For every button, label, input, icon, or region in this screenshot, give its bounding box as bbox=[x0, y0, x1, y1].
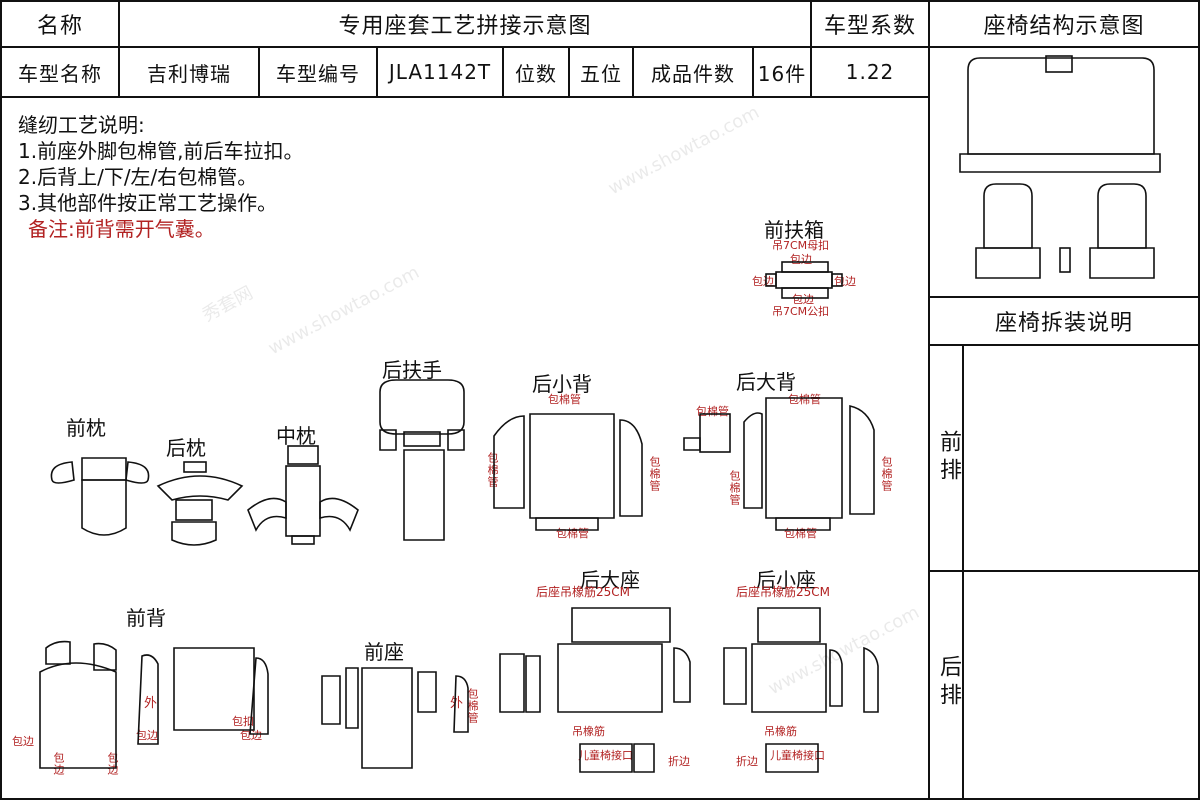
annotation-wrap-edge-bottom: 包边 bbox=[792, 293, 814, 306]
notes-line-2: 2.后背上/下/左/右包棉管。 bbox=[18, 165, 258, 189]
disassembly-title-cell: 座椅拆装说明 bbox=[928, 296, 1200, 346]
front-pillow-pieces bbox=[50, 457, 150, 536]
coef-label-cell: 车型系数 bbox=[810, 0, 930, 48]
disassembly-title: 座椅拆装说明 bbox=[994, 311, 1133, 336]
annotation-large-back-tube-right: 包棉管 bbox=[880, 456, 893, 492]
annotation-rear-small-fold-edge: 折边 bbox=[736, 755, 758, 768]
notes-remark: 备注:前背需开气囊。 bbox=[28, 217, 215, 241]
annotation-hang-mother: 吊7CM母扣 bbox=[772, 239, 830, 252]
sewing-notes: 缝纫工艺说明: 1.前座外脚包棉管,前后车拉扣。 2.后背上/下/左/右包棉管。… bbox=[18, 112, 303, 242]
part-label-front-seat: 前座 bbox=[364, 640, 404, 664]
annotation-rear-small-hang-elastic: 吊橡筋 bbox=[764, 725, 797, 738]
rear-large-back-pieces bbox=[683, 397, 875, 531]
model-name-label-cell: 车型名称 bbox=[0, 46, 120, 98]
part-label-front-pillow: 前枕 bbox=[66, 416, 106, 440]
seats-label: 位数 bbox=[515, 61, 557, 86]
part-label-rear-large-seat: 后大座 bbox=[580, 568, 640, 592]
part-label-rear-pillow: 后枕 bbox=[166, 436, 206, 460]
annotation-front-back-pull-buckle: 包扣 bbox=[232, 715, 254, 728]
seats-value: 五位 bbox=[580, 61, 622, 86]
notes-line-1: 1.前座外脚包棉管,前后车拉扣。 bbox=[18, 139, 304, 163]
annotation-front-seat-outer-tube: 包棉管 bbox=[466, 688, 479, 724]
notes-line-3: 3.其他部件按正常工艺操作。 bbox=[18, 191, 278, 215]
rear-pillow-pieces bbox=[156, 461, 244, 546]
front-back-pieces bbox=[39, 640, 269, 769]
part-label-front-back: 前背 bbox=[126, 606, 166, 630]
middle-pillow-pieces bbox=[247, 445, 359, 545]
annotation-hang-male: 吊7CM公扣 bbox=[772, 305, 830, 318]
annotation-rear-small-seat-elastic: 后座吊橡筋25CM bbox=[736, 585, 831, 599]
page-title: 专用座套工艺拼接示意图 bbox=[338, 14, 592, 39]
model-name: 吉利博瑞 bbox=[147, 61, 231, 86]
front-seat-pieces bbox=[321, 667, 469, 769]
annotation-rear-large-child-seat: 儿童椅接口 bbox=[578, 749, 633, 762]
rear-row-divider bbox=[962, 570, 964, 800]
annotation-front-back-edge-left: 包边 bbox=[12, 735, 34, 748]
annotation-front-seat-outer: 外 bbox=[450, 696, 464, 711]
annotation-rear-large-hang-elastic: 吊橡筋 bbox=[572, 725, 605, 738]
front-armbox-pieces bbox=[765, 261, 843, 299]
rear-large-seat-pieces bbox=[499, 607, 691, 773]
annotation-small-back-tube-right: 包棉管 bbox=[648, 456, 661, 492]
pieces-label: 成品件数 bbox=[651, 61, 735, 86]
annotation-small-back-tube-top: 包棉管 bbox=[548, 393, 581, 406]
annotation-front-back-edge-bottom-left: 包边 bbox=[52, 752, 65, 776]
annotation-front-back-outer: 外 bbox=[144, 696, 158, 711]
seat-structure-sketch bbox=[959, 55, 1161, 279]
notes-heading: 缝纫工艺说明: bbox=[18, 113, 145, 137]
model-name-label: 车型名称 bbox=[18, 61, 102, 86]
annotation-large-back-tube-top: 包棉管 bbox=[788, 393, 821, 406]
coefficient-value: 1.22 bbox=[845, 60, 895, 84]
coef-label: 车型系数 bbox=[823, 14, 916, 39]
model-code-label: 车型编号 bbox=[276, 61, 360, 86]
seats-cell: 五位 bbox=[568, 46, 634, 98]
annotation-front-back-wrap-edge-left: 包边 bbox=[136, 729, 158, 742]
part-label-rear-armrest: 后扶手 bbox=[382, 358, 442, 382]
annotation-wrap-edge-left: 包边 bbox=[752, 275, 774, 288]
model-code: JLA1142T bbox=[388, 60, 492, 84]
rear-armrest-pieces bbox=[379, 379, 465, 541]
part-label-rear-small-seat: 后小座 bbox=[756, 568, 816, 592]
part-label-middle-pillow: 中枕 bbox=[276, 424, 316, 448]
model-name-cell: 吉利博瑞 bbox=[118, 46, 260, 98]
annotation-wrap-edge-right: 包边 bbox=[834, 275, 856, 288]
model-code-label-cell: 车型编号 bbox=[258, 46, 378, 98]
seats-label-cell: 位数 bbox=[502, 46, 570, 98]
annotation-rear-large-fold-edge: 折边 bbox=[668, 755, 690, 768]
rear-small-back-pieces bbox=[493, 413, 643, 531]
annotation-rear-large-seat-elastic: 后座吊橡筋25CM bbox=[536, 585, 631, 599]
annotation-front-back-wrap-edge: 包边 bbox=[240, 729, 262, 742]
structure-title: 座椅结构示意图 bbox=[983, 14, 1145, 39]
rear-row-panel bbox=[928, 570, 1200, 800]
annotation-small-back-tube-left: 包棉管 bbox=[486, 452, 499, 488]
rear-row-label: 后排 bbox=[936, 655, 961, 711]
structure-title-cell: 座椅结构示意图 bbox=[928, 0, 1200, 48]
part-label-rear-large-back: 后大背 bbox=[736, 370, 796, 394]
front-row-divider bbox=[962, 344, 964, 572]
pieces-value: 16件 bbox=[757, 61, 807, 86]
name-label-cell: 名称 bbox=[0, 0, 120, 48]
name-label: 名称 bbox=[36, 14, 83, 39]
front-row-label: 前排 bbox=[936, 430, 961, 486]
annotation-rear-small-child-seat: 儿童椅接口 bbox=[770, 749, 825, 762]
annotation-large-back-tube-mid: 包棉管 bbox=[728, 470, 741, 506]
rear-small-seat-pieces bbox=[723, 607, 879, 773]
model-code-cell: JLA1142T bbox=[376, 46, 504, 98]
part-label-front-armbox: 前扶箱 bbox=[764, 218, 824, 242]
part-label-rear-small-back: 后小背 bbox=[532, 372, 592, 396]
